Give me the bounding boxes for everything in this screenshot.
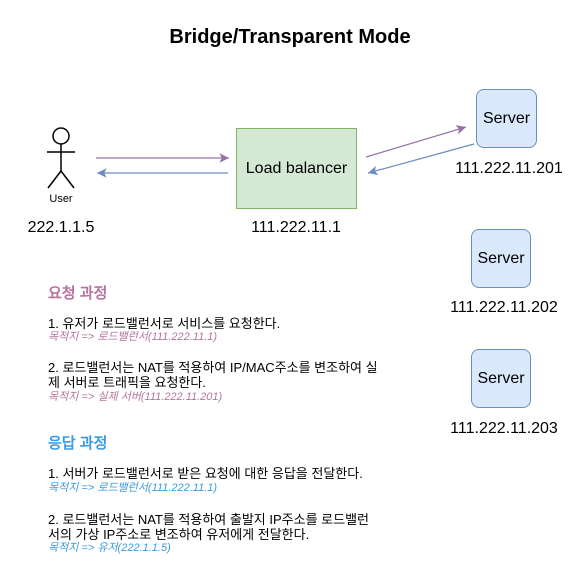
user-icon <box>47 127 75 189</box>
server-box-2: Server <box>471 229 531 288</box>
response-arrow-server-to-lb <box>367 143 475 176</box>
user-ip: 222.1.1.5 <box>27 219 95 236</box>
request-step-2-dest: 목적지 => 실제 서버(111.222.11.201) <box>48 391 223 403</box>
diagram-title: Bridge/Transparent Mode <box>169 26 411 48</box>
response-step-1-dest: 목적지 => 로드밸런서(111.222.11.1) <box>48 482 218 494</box>
server-label-2: Server <box>477 249 525 267</box>
request-step-1: 1. 유저가 로드밸런서로 서비스를 요청한다. <box>48 316 281 331</box>
request-arrow-lb-to-server <box>365 125 467 158</box>
server-ip-2: 111.222.11.202 <box>450 299 558 316</box>
server-box-3: Server <box>471 349 531 408</box>
request-step-2: 2. 로드밸런서는 NAT를 적용하여 IP/MAC주소를 변조하여 실 제 서… <box>48 360 378 390</box>
response-step-2: 2. 로드밸런서는 NAT를 적용하여 출발지 IP주소를 로드밸런 서의 가상… <box>48 512 369 542</box>
request-heading: 요청 과정 <box>48 285 108 302</box>
server-label-3: Server <box>477 369 525 387</box>
server-box-1: Server <box>476 89 537 148</box>
user-label: User <box>49 193 73 205</box>
server-ip-1: 111.222.11.201 <box>455 160 563 177</box>
response-step-2-dest: 목적지 => 유저(222.1.1.5) <box>48 542 171 554</box>
server-label-1: Server <box>482 109 531 127</box>
server-ip-3: 111.222.11.203 <box>450 420 558 437</box>
request-step-1-dest: 목적지 => 로드밸런서(111.222.11.1) <box>48 331 218 343</box>
response-step-1: 1. 서버가 로드밸런서로 받은 요청에 대한 응답을 전달한다. <box>48 466 363 481</box>
load-balancer-box: Load balancer <box>236 128 357 209</box>
load-balancer-label: Load balancer <box>245 159 348 177</box>
load-balancer-ip: 111.222.11.1 <box>251 219 341 236</box>
response-heading: 응답 과정 <box>48 435 108 452</box>
